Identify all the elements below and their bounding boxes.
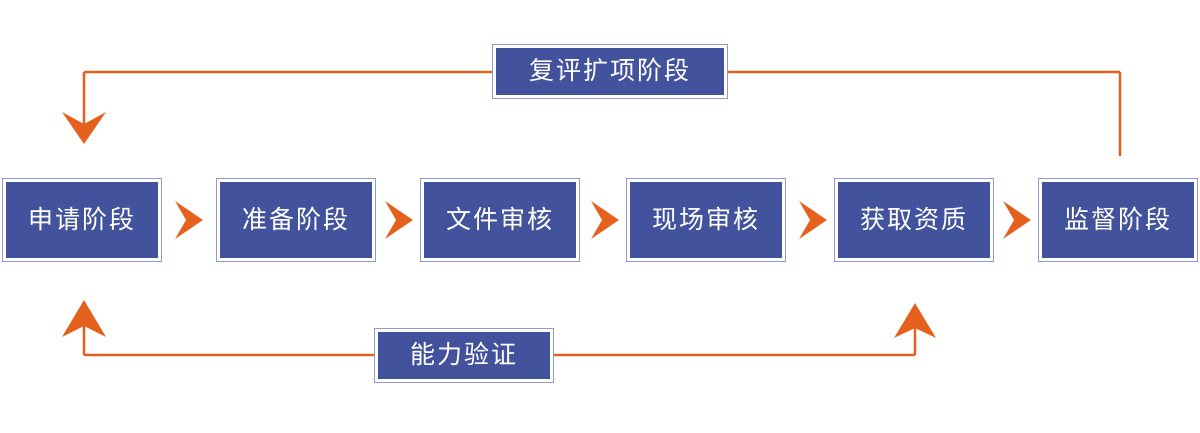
stage-label: 现场审核 [651, 205, 760, 234]
node-fill: 能力验证 [378, 332, 550, 379]
stage-box-apply[interactable]: 申请阶段 [2, 178, 162, 262]
arrowhead-up-into-apply [62, 300, 106, 337]
node-fill: 申请阶段 [6, 182, 158, 258]
stage-label: 监督阶段 [1063, 205, 1172, 234]
chevron-icon-4 [799, 201, 827, 239]
node-fill: 现场审核 [630, 182, 782, 258]
stage-label: 文件审核 [445, 205, 554, 234]
stage-box-doc-review[interactable]: 文件审核 [420, 178, 580, 262]
node-fill: 文件审核 [424, 182, 576, 258]
feedback-node-label: 复评扩项阶段 [528, 57, 691, 85]
stage-label: 准备阶段 [241, 205, 350, 234]
node-fill: 准备阶段 [220, 182, 372, 258]
arrowhead-down-into-apply [62, 112, 106, 144]
chevron-icon-5 [1003, 201, 1031, 239]
arrowhead-up-into-obtain [894, 303, 936, 338]
feedback-node-label: 能力验证 [409, 341, 518, 369]
node-fill: 复评扩项阶段 [496, 48, 724, 95]
chevron-icon-2 [385, 201, 413, 239]
feedback-node-proficiency-testing[interactable]: 能力验证 [374, 328, 554, 383]
stage-box-supervise[interactable]: 监督阶段 [1038, 178, 1198, 262]
node-fill: 获取资质 [838, 182, 990, 258]
chevron-icon-3 [591, 201, 619, 239]
stage-box-obtain[interactable]: 获取资质 [834, 178, 994, 262]
stage-label: 申请阶段 [27, 205, 136, 234]
connector-supervise-to-apply [62, 70, 1122, 156]
chevron-icon-1 [175, 201, 203, 239]
stage-box-site-audit[interactable]: 现场审核 [626, 178, 786, 262]
stage-box-prepare[interactable]: 准备阶段 [216, 178, 376, 262]
node-fill: 监督阶段 [1042, 182, 1194, 258]
feedback-node-reassessment-expansion[interactable]: 复评扩项阶段 [492, 44, 728, 99]
connector-obtain-to-apply [62, 300, 936, 357]
stage-label: 获取资质 [859, 205, 968, 234]
